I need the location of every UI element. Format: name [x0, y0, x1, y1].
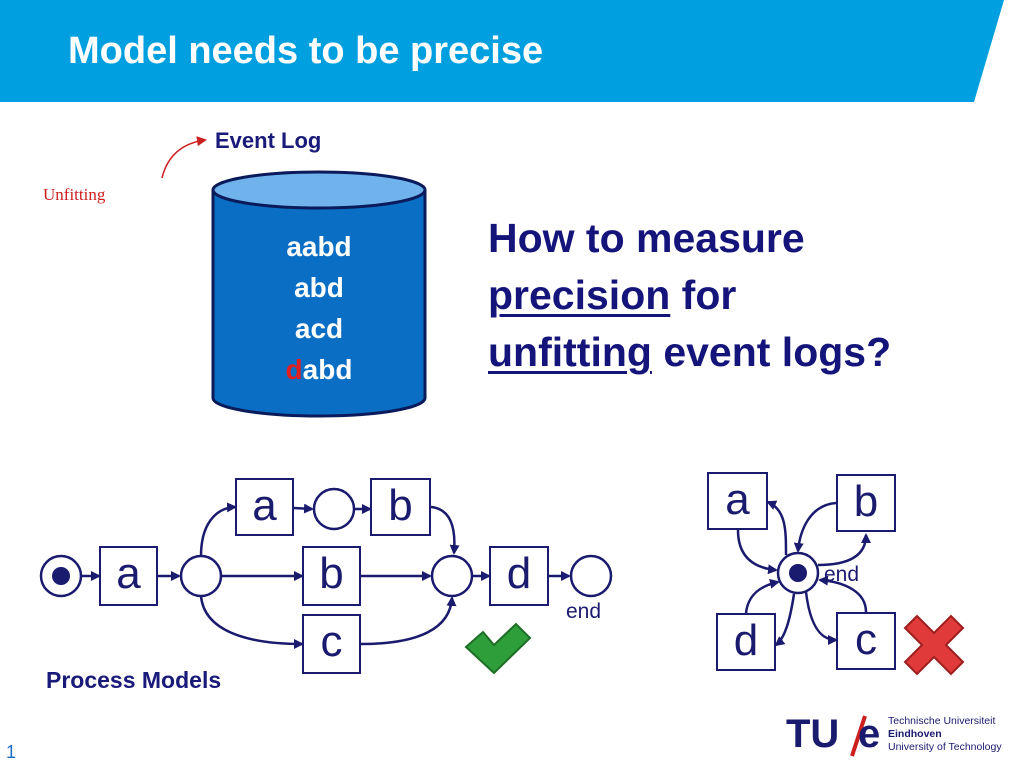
arc-center-c [804, 591, 838, 645]
trace-3: acd [294, 313, 344, 344]
transition-a-top: a [235, 478, 294, 536]
logo-e: e [858, 712, 881, 756]
checkmark-icon [464, 622, 532, 675]
transition-b-right: b [836, 474, 896, 532]
arc-b-center [793, 501, 837, 553]
transition-c-right: c [836, 612, 896, 670]
logo-text: Technische Universiteit Eindhoven Univer… [888, 715, 1002, 753]
transition-c-bottom: c [302, 614, 361, 674]
transition-b-mid: b [302, 546, 361, 606]
arc-center-a [766, 500, 788, 556]
trace-4: dabd [285, 354, 353, 385]
transition-b-top: b [370, 478, 431, 536]
transition-a-right: a [707, 472, 768, 530]
event-log-traces: aabd abd acd dabd [213, 226, 425, 390]
unfitting-arrow [161, 136, 207, 179]
unfitting-term: unfitting [488, 329, 652, 375]
precision-term: precision [488, 272, 671, 318]
token-start [52, 567, 70, 585]
trace-2: abd [294, 272, 344, 303]
process-models-label: Process Models [46, 667, 222, 693]
arc-p1-atop [199, 502, 237, 557]
place-end-left [569, 554, 613, 598]
arc-p1-c [199, 595, 304, 649]
arc-center-d [774, 593, 796, 647]
cross-icon [903, 614, 965, 676]
place-p3 [430, 554, 474, 598]
place-p1 [179, 554, 223, 598]
event-log-label: Event Log [215, 128, 322, 153]
title-banner [0, 0, 1004, 102]
arc-a-center [736, 529, 778, 575]
unfitting-event: d [285, 354, 303, 385]
question-line-1: How to measure [488, 215, 805, 261]
transition-a-start: a [99, 546, 158, 606]
place-p2 [312, 487, 356, 531]
research-question: How to measure precision for unfitting e… [488, 210, 988, 381]
unfitting-annotation: Unfitting [43, 185, 106, 204]
transition-d-end: d [489, 546, 549, 606]
logo-tu: TU [786, 712, 840, 756]
transition-d-right: d [716, 613, 776, 671]
question-line-2: precision for [488, 272, 737, 318]
slide-title: Model needs to be precise [68, 30, 544, 72]
trace-1: aabd [286, 231, 352, 262]
arc-c-center [818, 575, 868, 613]
end-label-right: end [824, 563, 860, 586]
arc-atop-p2 [293, 503, 314, 514]
arc-center-b [817, 533, 871, 567]
token-center-right [789, 564, 807, 582]
arc-btop-p3 [430, 505, 460, 555]
event-log-cylinder [211, 170, 427, 418]
logo-slash [850, 715, 867, 757]
arc-c-p3 [360, 596, 457, 646]
page-number: 1 [6, 742, 17, 762]
question-line-3: unfitting event logs? [488, 329, 892, 375]
arc-d-center [744, 578, 780, 614]
end-label-left: end [566, 600, 602, 623]
